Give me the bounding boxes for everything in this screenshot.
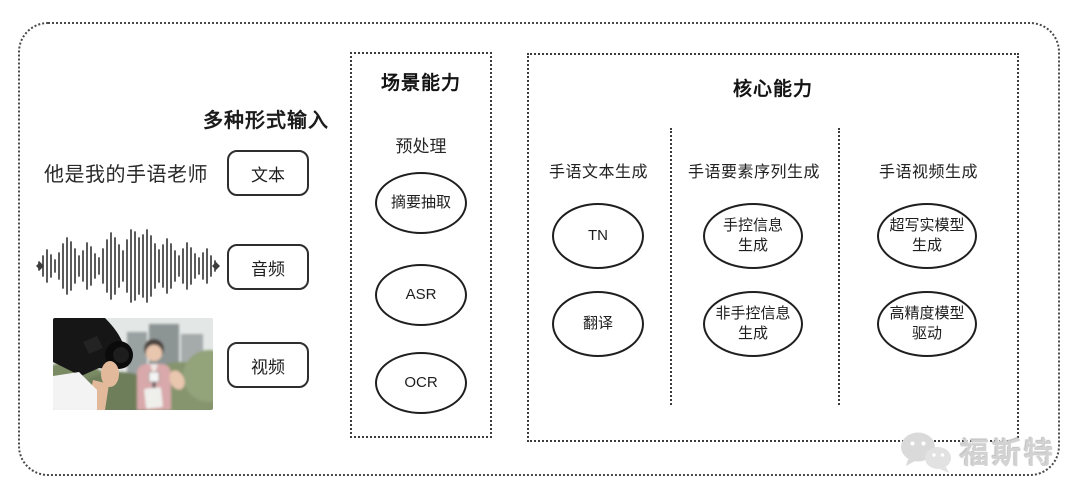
node-tn: TN [552, 203, 644, 269]
column-header-sign-text-generation: 手语文本生成 [548, 164, 648, 181]
node-ocr: OCR [375, 352, 467, 414]
input-type-video-label: 视频 [251, 357, 285, 377]
node-asr: ASR [375, 264, 467, 326]
input-type-audio-box: 音频 [227, 244, 309, 290]
core-capability-title: 核心能力 [732, 79, 813, 100]
node-summary-extraction: 摘要抽取 [375, 172, 467, 234]
preprocess-label: 预处理 [395, 137, 447, 156]
core-capability-box [527, 53, 1019, 442]
core-column-divider-2 [838, 128, 840, 405]
scene-capability-box [350, 52, 492, 438]
node-high-precision-model-driving: 高精度模型 驱动 [877, 291, 977, 357]
watermark: 福斯特 [896, 428, 1056, 474]
watermark-brand-text: 福斯特 [960, 438, 1057, 470]
core-column-divider-1 [670, 128, 672, 405]
input-type-audio-label: 音频 [251, 259, 285, 279]
outer-dotted-border [18, 22, 1060, 476]
reporter-photo [53, 318, 213, 410]
column-header-sign-element-sequence-generation: 手语要素序列生成 [687, 164, 820, 181]
input-type-text-box: 文本 [227, 150, 309, 196]
node-manual-info-generation: 手控信息 生成 [703, 203, 803, 269]
node-translation: 翻译 [552, 291, 644, 357]
scene-capability-title: 场景能力 [380, 73, 461, 94]
sample-sentence-text: 他是我的手语老师 [44, 164, 208, 186]
node-non-manual-info-generation: 非手控信息 生成 [703, 291, 803, 357]
audio-waveform-icon [36, 229, 220, 303]
input-type-text-label: 文本 [251, 165, 285, 185]
wechat-icon [901, 432, 951, 473]
input-type-video-box: 视频 [227, 342, 309, 388]
node-hyperreal-model-generation: 超写实模型 生成 [877, 203, 977, 269]
input-section-title: 多种形式输入 [203, 110, 329, 132]
column-header-sign-video-generation: 手语视频生成 [878, 164, 978, 181]
